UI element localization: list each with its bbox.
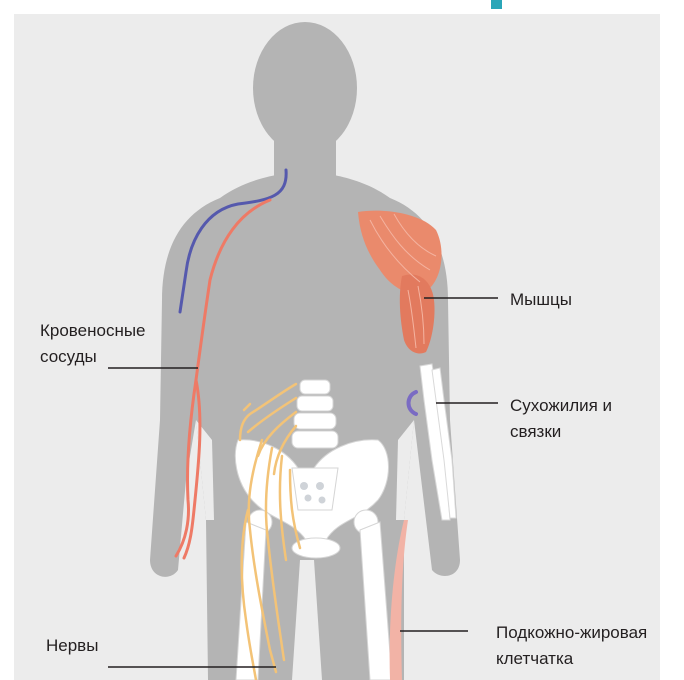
label-subcutaneous-fat: Подкожно-жировая клетчатка xyxy=(496,620,647,672)
label-blood-vessels: Кровеносные сосуды xyxy=(40,318,146,370)
label-tendons-line2: связки xyxy=(510,419,612,445)
label-nerves-line1: Нервы xyxy=(46,633,98,659)
label-tendons-ligaments: Сухожилия и связки xyxy=(510,393,612,445)
label-nerves: Нервы xyxy=(46,633,98,659)
label-muscles: Мышцы xyxy=(510,287,572,313)
label-blood-vessels-line1: Кровеносные xyxy=(40,318,146,344)
label-tendons-line1: Сухожилия и xyxy=(510,393,612,419)
label-fat-line1: Подкожно-жировая xyxy=(496,620,647,646)
accent-tab xyxy=(491,0,502,9)
label-muscles-line1: Мышцы xyxy=(510,287,572,313)
label-blood-vessels-line2: сосуды xyxy=(40,344,146,370)
label-fat-line2: клетчатка xyxy=(496,646,647,672)
